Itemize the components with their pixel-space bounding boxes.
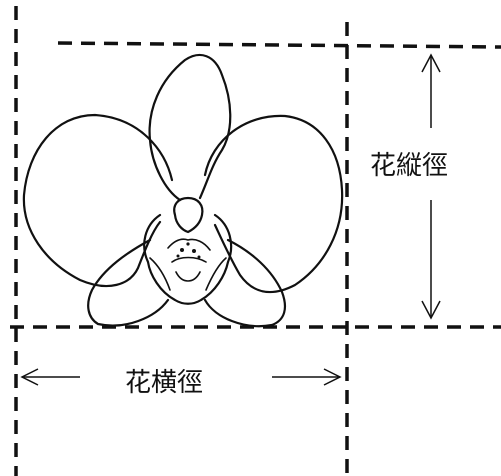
spot	[180, 248, 184, 252]
spot	[186, 242, 190, 246]
lip-spots	[176, 242, 201, 259]
lip-side-lobe-right	[205, 257, 227, 291]
vertical-arrow-up-head	[421, 53, 441, 73]
top-horizontal-guide	[57, 41, 501, 49]
dorsal-sepal	[148, 53, 232, 202]
flower-vertical-diameter-label: 花縦徑	[370, 151, 449, 181]
spot	[192, 249, 196, 253]
left-petal	[22, 113, 174, 288]
right-lateral-sepal	[203, 238, 287, 328]
vertical-diameter-arrows	[421, 53, 441, 320]
horizontal-arrow-right-head	[323, 368, 342, 386]
dashed-guides	[10, 6, 501, 476]
orchid-flower-drawing	[22, 53, 344, 328]
spot	[197, 255, 201, 259]
left-lateral-sepal	[87, 238, 170, 327]
horizontal-arrow-left-head	[20, 368, 39, 386]
lip-callus	[167, 238, 211, 282]
spot	[176, 254, 180, 258]
lip-side-lobe-left	[149, 257, 171, 291]
column	[173, 196, 204, 234]
lip	[143, 213, 233, 305]
horizontal-diameter-arrows	[20, 368, 342, 386]
flower-horizontal-diameter-label: 花横徑	[125, 368, 204, 398]
right-petal	[203, 114, 344, 294]
vertical-arrow-down-head	[421, 300, 441, 320]
